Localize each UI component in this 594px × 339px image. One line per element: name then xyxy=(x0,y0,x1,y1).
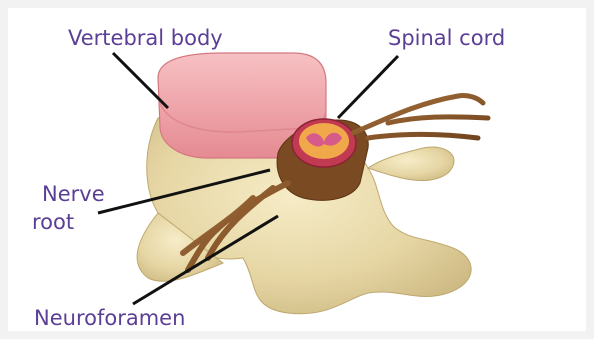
label-nerve-root-line1: Nerve xyxy=(42,182,105,206)
diagram-frame: Vertebral body Spinal cord Nerve root Ne… xyxy=(8,8,586,331)
label-spinal-cord: Spinal cord xyxy=(388,26,505,50)
vertebra-illustration xyxy=(8,8,586,331)
label-nerve-root: Nerve root xyxy=(42,182,105,234)
label-vertebral-body: Vertebral body xyxy=(68,26,223,50)
nerve-root-upper-right xyxy=(353,95,488,138)
leader-line-spinal-cord xyxy=(338,56,398,118)
label-neuroforamen: Neuroforamen xyxy=(34,306,185,330)
label-nerve-root-line2: root xyxy=(32,210,105,234)
transverse-process-right xyxy=(368,147,454,181)
